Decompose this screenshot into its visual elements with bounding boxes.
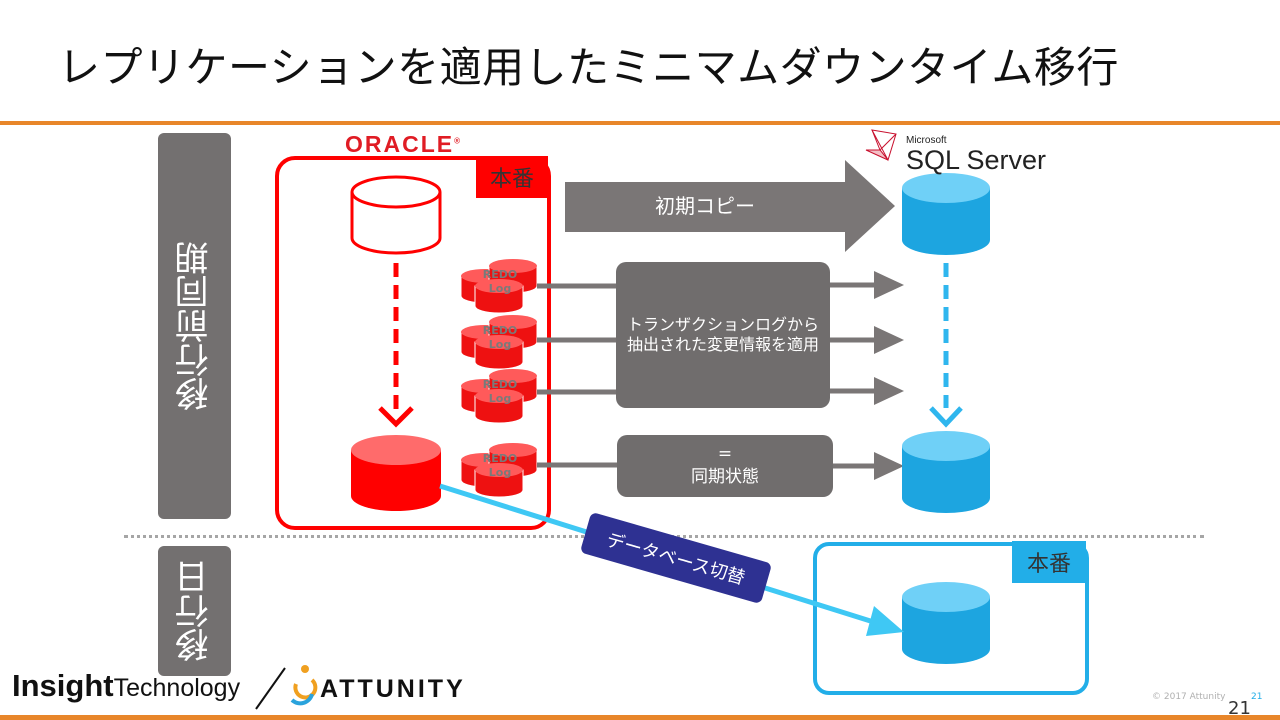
switchover-label-box xyxy=(581,513,771,603)
attunity-logo-icon xyxy=(290,665,318,706)
attunity-logo: ATTUNITY xyxy=(320,675,466,703)
slide-title: レプリケーションを適用したミニマムダウンタイム移行 xyxy=(58,43,1119,92)
sync-state-box: = 同期状態 xyxy=(617,435,833,497)
sql-production-badge: 本番 xyxy=(1012,541,1086,583)
insight-technology-logo: InsightTechnology xyxy=(12,668,240,704)
redo-log-label-line1: REDO xyxy=(482,378,518,391)
phase-bar-pre-sync: 移行前同期 xyxy=(158,133,231,519)
sql-production-db-icon xyxy=(902,582,990,664)
redo-log-icon xyxy=(460,369,538,424)
oracle-source-db-icon xyxy=(350,175,442,255)
redo-log-icon xyxy=(460,259,538,314)
log-apply-box: トランザクションログから 抽出された変更情報を適用 xyxy=(616,262,830,408)
insight-logo-light: Technology xyxy=(113,674,241,702)
oracle-registered-mark: ® xyxy=(454,136,463,146)
sync-state-label: 同期状態 xyxy=(691,467,759,487)
insight-logo-strong: Insight xyxy=(12,668,114,703)
logo-separator xyxy=(255,667,286,710)
sql-server-logo: Microsoft SQL Server xyxy=(906,135,1047,175)
sql-server-logo-icon xyxy=(865,129,897,162)
initial-copy-label: 初期コピー xyxy=(655,193,755,218)
phase-bar-cutover: 移行日 xyxy=(158,546,231,676)
oracle-production-badge: 本番 xyxy=(476,156,548,198)
sql-initial-db-icon xyxy=(902,173,990,255)
page-number: 21 xyxy=(1228,698,1251,719)
redo-log-label: REDO Log xyxy=(478,324,522,352)
redo-log-label: REDO Log xyxy=(478,378,522,406)
redo-log-label-line1: REDO xyxy=(482,268,518,281)
oracle-container xyxy=(275,156,551,530)
title-divider xyxy=(0,121,1280,125)
sql-synced-db-icon xyxy=(902,431,990,513)
oracle-internal-arrowhead xyxy=(378,406,414,428)
mini-page-number: 21 xyxy=(1251,692,1263,702)
copyright-text: © 2017 Attunity xyxy=(1152,692,1226,702)
redo-log-label-line2: Log xyxy=(488,282,512,295)
redo-log-label-line1: REDO xyxy=(482,324,518,337)
log-apply-line2: 抽出された変更情報を適用 xyxy=(626,335,819,354)
oracle-logo-text: ORACLE xyxy=(345,131,455,157)
log-connectors xyxy=(537,271,904,480)
oracle-target-db-icon xyxy=(351,435,441,511)
switchover-arrowhead xyxy=(866,606,904,636)
sql-server-logo-name: SQL Server xyxy=(906,145,1047,175)
redo-log-label: REDO Log xyxy=(478,452,522,480)
redo-log-label-line1: REDO xyxy=(482,452,518,465)
sync-state-equals: = xyxy=(717,444,733,464)
oracle-logo: ORACLE® xyxy=(345,131,462,158)
redo-log-label-line2: Log xyxy=(488,392,512,405)
redo-log-label-line2: Log xyxy=(488,466,512,479)
sql-internal-arrowhead xyxy=(929,406,963,428)
redo-log-label: REDO Log xyxy=(478,268,522,296)
sql-production-container xyxy=(813,542,1089,695)
sql-server-logo-microsoft: Microsoft xyxy=(906,135,947,146)
redo-log-icon xyxy=(460,443,538,498)
footer-divider xyxy=(0,715,1280,720)
redo-log-label-line2: Log xyxy=(488,338,512,351)
redo-log-icon xyxy=(460,315,538,370)
log-apply-line1: トランザクションログから xyxy=(626,315,819,334)
initial-copy-arrow xyxy=(565,160,895,252)
